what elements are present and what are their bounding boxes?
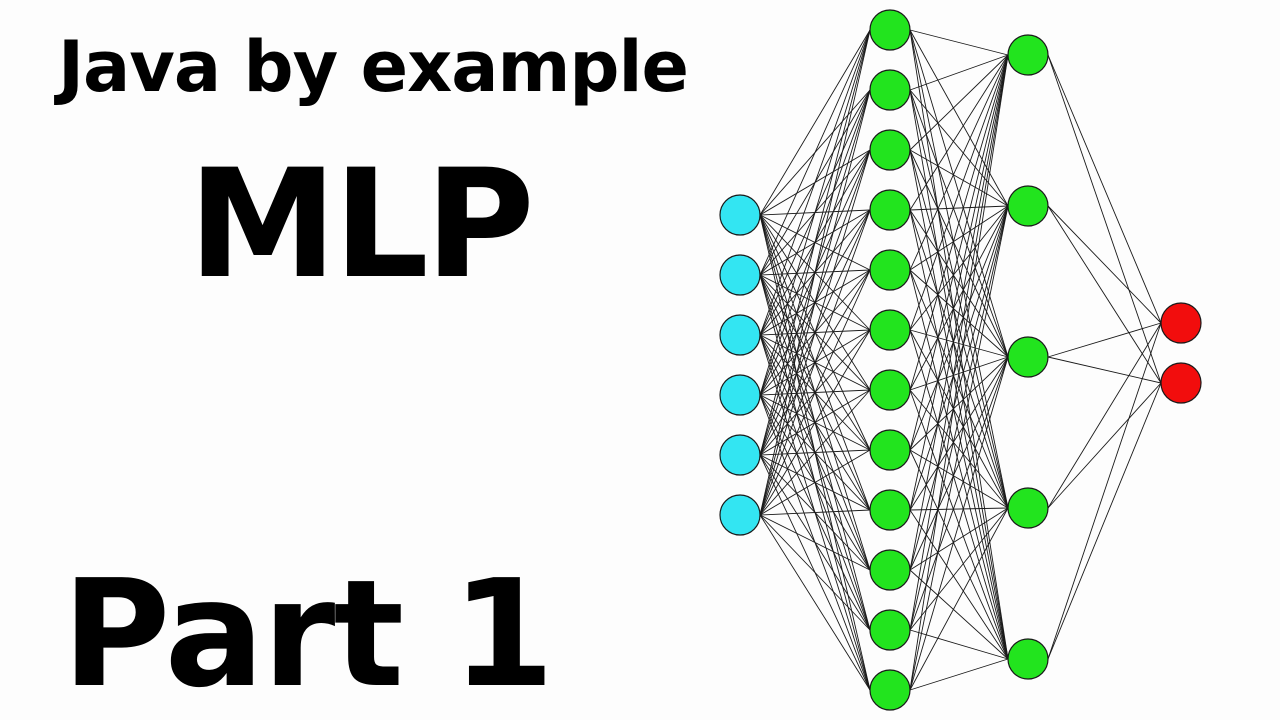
edge-l1-9-1 xyxy=(909,205,1009,571)
hidden-neuron-1-1 xyxy=(869,69,911,111)
subtitle-text: Java by example xyxy=(58,26,689,108)
edge-l1-6-0 xyxy=(909,54,1009,391)
edge-l1-6-1 xyxy=(909,205,1009,391)
hidden-neuron-2-3 xyxy=(1007,487,1049,529)
edge-l2-4-0 xyxy=(1047,322,1162,660)
edge-l1-9-0 xyxy=(909,54,1009,571)
edge-l1-2-0 xyxy=(909,54,1009,151)
edge-l1-2-4 xyxy=(909,149,1009,660)
hidden-neuron-1-8 xyxy=(869,489,911,531)
output-neuron-3-0 xyxy=(1160,302,1202,344)
edge-l2-4-1 xyxy=(1047,382,1162,660)
hidden-neuron-1-11 xyxy=(869,669,911,711)
input-neuron-0-1 xyxy=(719,254,761,296)
hidden-neuron-1-9 xyxy=(869,549,911,591)
input-neuron-0-0 xyxy=(719,194,761,236)
hidden-neuron-2-1 xyxy=(1007,185,1049,227)
edge-l1-1-1 xyxy=(909,89,1009,207)
edge-l1-5-1 xyxy=(909,205,1009,331)
input-neuron-0-3 xyxy=(719,374,761,416)
edge-l1-0-0 xyxy=(909,29,1009,56)
input-neuron-0-5 xyxy=(719,494,761,536)
edge-l1-3-1 xyxy=(909,205,1009,211)
edge-l1-7-1 xyxy=(909,205,1009,451)
edge-l1-10-0 xyxy=(909,54,1009,631)
edge-l1-11-0 xyxy=(909,54,1009,691)
edge-l0-5-2 xyxy=(759,149,871,516)
edge-l0-5-7 xyxy=(759,449,871,516)
edge-l0-5-5 xyxy=(759,329,871,516)
edge-l2-0-0 xyxy=(1047,54,1162,324)
edge-l1-10-4 xyxy=(909,629,1009,660)
edge-l0-5-10 xyxy=(759,514,871,631)
edge-l2-3-0 xyxy=(1047,322,1162,509)
edge-l1-8-0 xyxy=(909,54,1009,511)
edge-l1-11-4 xyxy=(909,658,1009,691)
edge-l1-4-1 xyxy=(909,205,1009,271)
edge-l0-5-11 xyxy=(759,514,871,691)
input-neuron-0-4 xyxy=(719,434,761,476)
edge-l2-2-1 xyxy=(1047,356,1162,384)
edge-l2-3-1 xyxy=(1047,382,1162,509)
edge-l0-5-9 xyxy=(759,514,871,571)
network-nodes xyxy=(719,9,1202,711)
edge-l1-11-2 xyxy=(909,356,1009,691)
edge-l2-2-0 xyxy=(1047,322,1162,358)
edge-l2-0-1 xyxy=(1047,54,1162,384)
edge-l0-5-0 xyxy=(759,29,871,516)
hidden-neuron-2-0 xyxy=(1007,34,1049,76)
hidden-neuron-1-10 xyxy=(869,609,911,651)
edge-l1-1-0 xyxy=(909,54,1009,91)
hidden-neuron-1-5 xyxy=(869,309,911,351)
edge-l1-7-0 xyxy=(909,54,1009,451)
hidden-neuron-1-2 xyxy=(869,129,911,171)
hidden-neuron-1-3 xyxy=(869,189,911,231)
edge-l0-5-6 xyxy=(759,389,871,516)
edge-l1-5-0 xyxy=(909,54,1009,331)
edge-l1-7-3 xyxy=(909,449,1009,509)
edge-l0-5-1 xyxy=(759,89,871,516)
edge-l2-1-0 xyxy=(1047,205,1162,324)
edge-l1-11-3 xyxy=(909,507,1009,691)
edge-l0-4-0 xyxy=(759,29,871,456)
edge-l0-2-0 xyxy=(759,29,871,336)
edge-l0-1-0 xyxy=(759,29,871,276)
hidden-neuron-1-6 xyxy=(869,369,911,411)
edge-l1-10-3 xyxy=(909,507,1009,631)
output-neuron-3-1 xyxy=(1160,362,1202,404)
part-label: Part 1 xyxy=(62,548,555,720)
edge-l1-4-0 xyxy=(909,54,1009,271)
edge-l0-5-4 xyxy=(759,269,871,516)
edge-l0-5-3 xyxy=(759,209,871,516)
edge-l1-3-0 xyxy=(909,54,1009,211)
edge-l1-11-1 xyxy=(909,205,1009,691)
edge-l0-3-0 xyxy=(759,29,871,396)
edge-l0-0-0 xyxy=(759,29,871,216)
topic-title: MLP xyxy=(188,138,535,312)
hidden-neuron-1-7 xyxy=(869,429,911,471)
hidden-neuron-2-2 xyxy=(1007,336,1049,378)
hidden-neuron-1-0 xyxy=(869,9,911,51)
edge-l1-2-1 xyxy=(909,149,1009,207)
edge-l1-8-1 xyxy=(909,205,1009,511)
edge-l1-8-3 xyxy=(909,507,1009,511)
edge-l0-5-8 xyxy=(759,509,871,516)
edge-l1-10-1 xyxy=(909,205,1009,631)
hidden-neuron-1-4 xyxy=(869,249,911,291)
edge-l1-0-1 xyxy=(909,29,1009,207)
input-neuron-0-2 xyxy=(719,314,761,356)
edge-l2-1-1 xyxy=(1047,205,1162,384)
network-edges xyxy=(759,29,1162,691)
hidden-neuron-2-4 xyxy=(1007,638,1049,680)
